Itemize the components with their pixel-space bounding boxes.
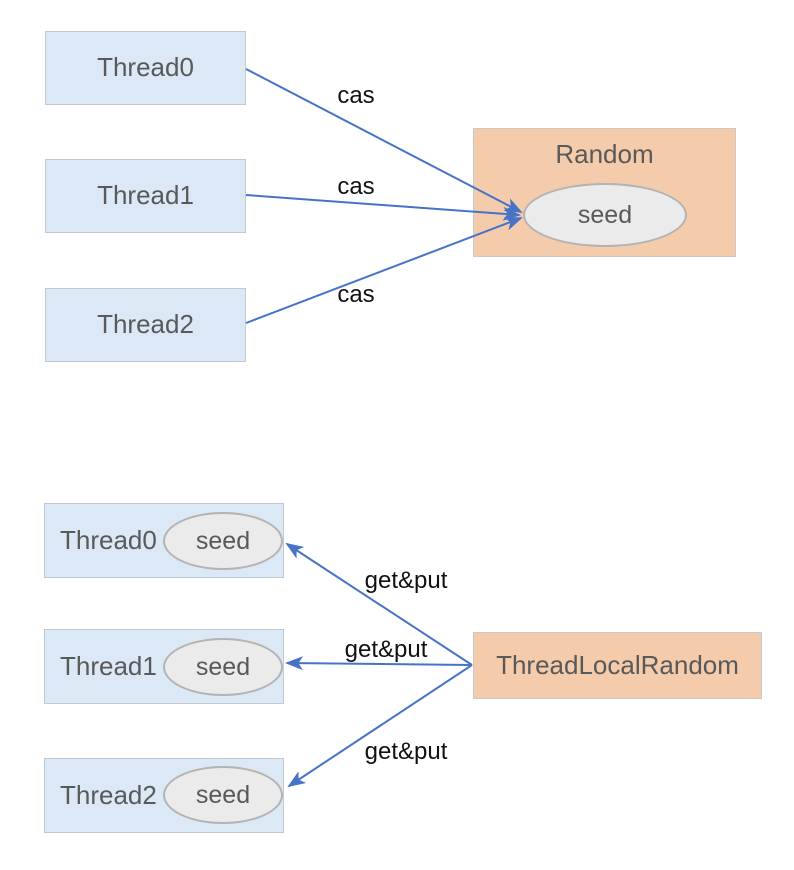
cas-edge-label-0: cas	[337, 82, 375, 109]
top-thread2-node: Thread2	[45, 288, 246, 362]
bottom-thread2-label: Thread2	[60, 779, 157, 810]
bottom-thread1-label: Thread1	[60, 650, 157, 681]
bottom-thread0-seed-label: seed	[195, 526, 251, 555]
random-seed-label: seed	[577, 200, 633, 229]
top-thread0-node: Thread0	[45, 31, 246, 105]
bottom-thread2-seed-label: seed	[195, 780, 251, 809]
threadlocalrandom-node: ThreadLocalRandom	[473, 632, 762, 699]
bottom-thread1-seed-label: seed	[195, 652, 251, 681]
getput-edge-label-1: get&put	[344, 636, 428, 663]
bottom-thread0-label: Thread0	[60, 524, 157, 555]
bottom-thread1-seed-ellipse: seed	[163, 638, 283, 696]
top-thread2-label: Thread2	[97, 309, 194, 340]
top-thread1-node: Thread1	[45, 159, 246, 233]
top-thread1-label: Thread1	[97, 180, 194, 211]
random-seed-ellipse: seed	[523, 183, 687, 247]
getput-edge-label-2: get&put	[364, 738, 448, 765]
cas-edge-label-2: cas	[337, 281, 375, 308]
top-thread0-label: Thread0	[97, 52, 194, 83]
bottom-thread0-seed-ellipse: seed	[163, 512, 283, 570]
threadlocalrandom-title: ThreadLocalRandom	[496, 649, 739, 680]
cas-edge-label-1: cas	[337, 173, 375, 200]
getput-edge-label-0: get&put	[364, 567, 448, 594]
random-title: Random	[555, 139, 654, 169]
bottom-thread2-seed-ellipse: seed	[163, 766, 283, 824]
getput-arrow-2	[287, 664, 473, 788]
